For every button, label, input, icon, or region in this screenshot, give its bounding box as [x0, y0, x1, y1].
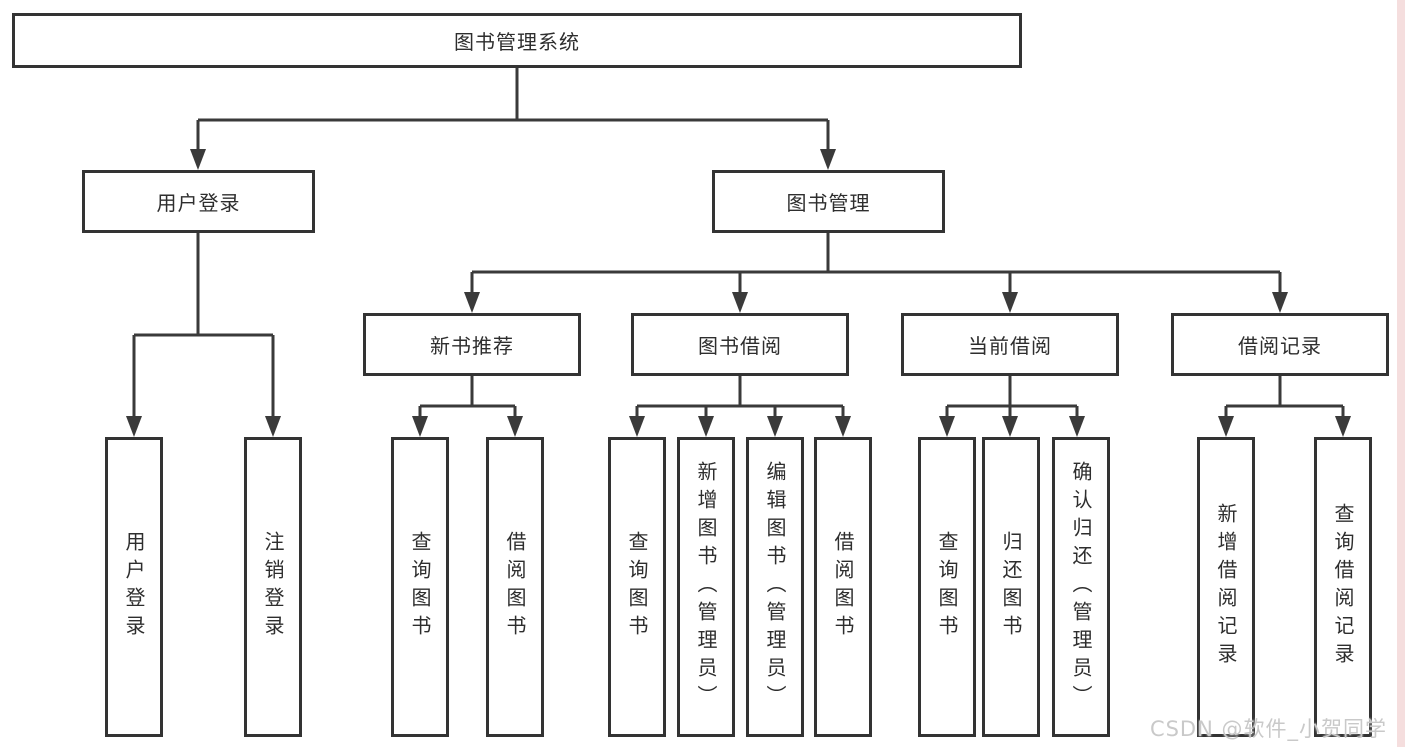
- node-label: 当前借阅: [968, 334, 1052, 358]
- leaf-label: 用户登录: [122, 531, 146, 643]
- node-label: 图书借阅: [698, 334, 782, 358]
- leaf-add-books-admin: 新增图书（管理员）: [677, 437, 735, 737]
- leaf-label: 借阅图书: [503, 531, 527, 643]
- node-borrowing-records: 借阅记录: [1171, 313, 1389, 376]
- leaf-label: 新增图书（管理员）: [694, 461, 718, 713]
- leaf-borrow-books: 借阅图书: [814, 437, 872, 737]
- leaf-query-books-borrowing: 查询图书: [608, 437, 666, 737]
- leaf-confirm-return-admin: 确认归还（管理员）: [1052, 437, 1110, 737]
- node-user-login: 用户登录: [82, 170, 315, 233]
- node-book-management-system: 图书管理系统: [12, 13, 1022, 68]
- leaf-query-books-current: 查询图书: [918, 437, 976, 737]
- node-label: 新书推荐: [430, 334, 514, 358]
- node-new-book-recommendation: 新书推荐: [363, 313, 581, 376]
- leaf-return-books: 归还图书: [982, 437, 1040, 737]
- right-edge-strip: [1397, 0, 1405, 747]
- leaf-label: 查询图书: [625, 531, 649, 643]
- node-current-borrowing: 当前借阅: [901, 313, 1119, 376]
- node-book-management: 图书管理: [712, 170, 945, 233]
- leaf-label: 借阅图书: [831, 531, 855, 643]
- leaf-label: 查询图书: [408, 531, 432, 643]
- node-book-borrowing: 图书借阅: [631, 313, 849, 376]
- leaf-query-books-recommend: 查询图书: [391, 437, 449, 737]
- leaf-query-borrow-record: 查询借阅记录: [1314, 437, 1372, 737]
- leaf-logout: 注销登录: [244, 437, 302, 737]
- leaf-user-login: 用户登录: [105, 437, 163, 737]
- leaf-label: 查询图书: [935, 531, 959, 643]
- leaf-label: 查询借阅记录: [1331, 503, 1355, 671]
- csdn-watermark: CSDN @软件_小贺同学: [1149, 717, 1387, 741]
- node-label: 借阅记录: [1238, 334, 1322, 358]
- leaf-edit-books-admin: 编辑图书（管理员）: [746, 437, 804, 737]
- leaf-label: 确认归还（管理员）: [1069, 461, 1093, 713]
- node-label: 图书管理: [786, 191, 871, 215]
- leaf-label: 注销登录: [261, 531, 285, 643]
- node-label: 用户登录: [156, 191, 241, 215]
- leaf-label: 新增借阅记录: [1214, 503, 1238, 671]
- leaf-label: 编辑图书（管理员）: [763, 461, 787, 713]
- leaf-label: 归还图书: [999, 531, 1023, 643]
- leaf-borrow-books-recommend: 借阅图书: [486, 437, 544, 737]
- node-label: 图书管理系统: [454, 30, 580, 54]
- leaf-add-borrow-record: 新增借阅记录: [1197, 437, 1255, 737]
